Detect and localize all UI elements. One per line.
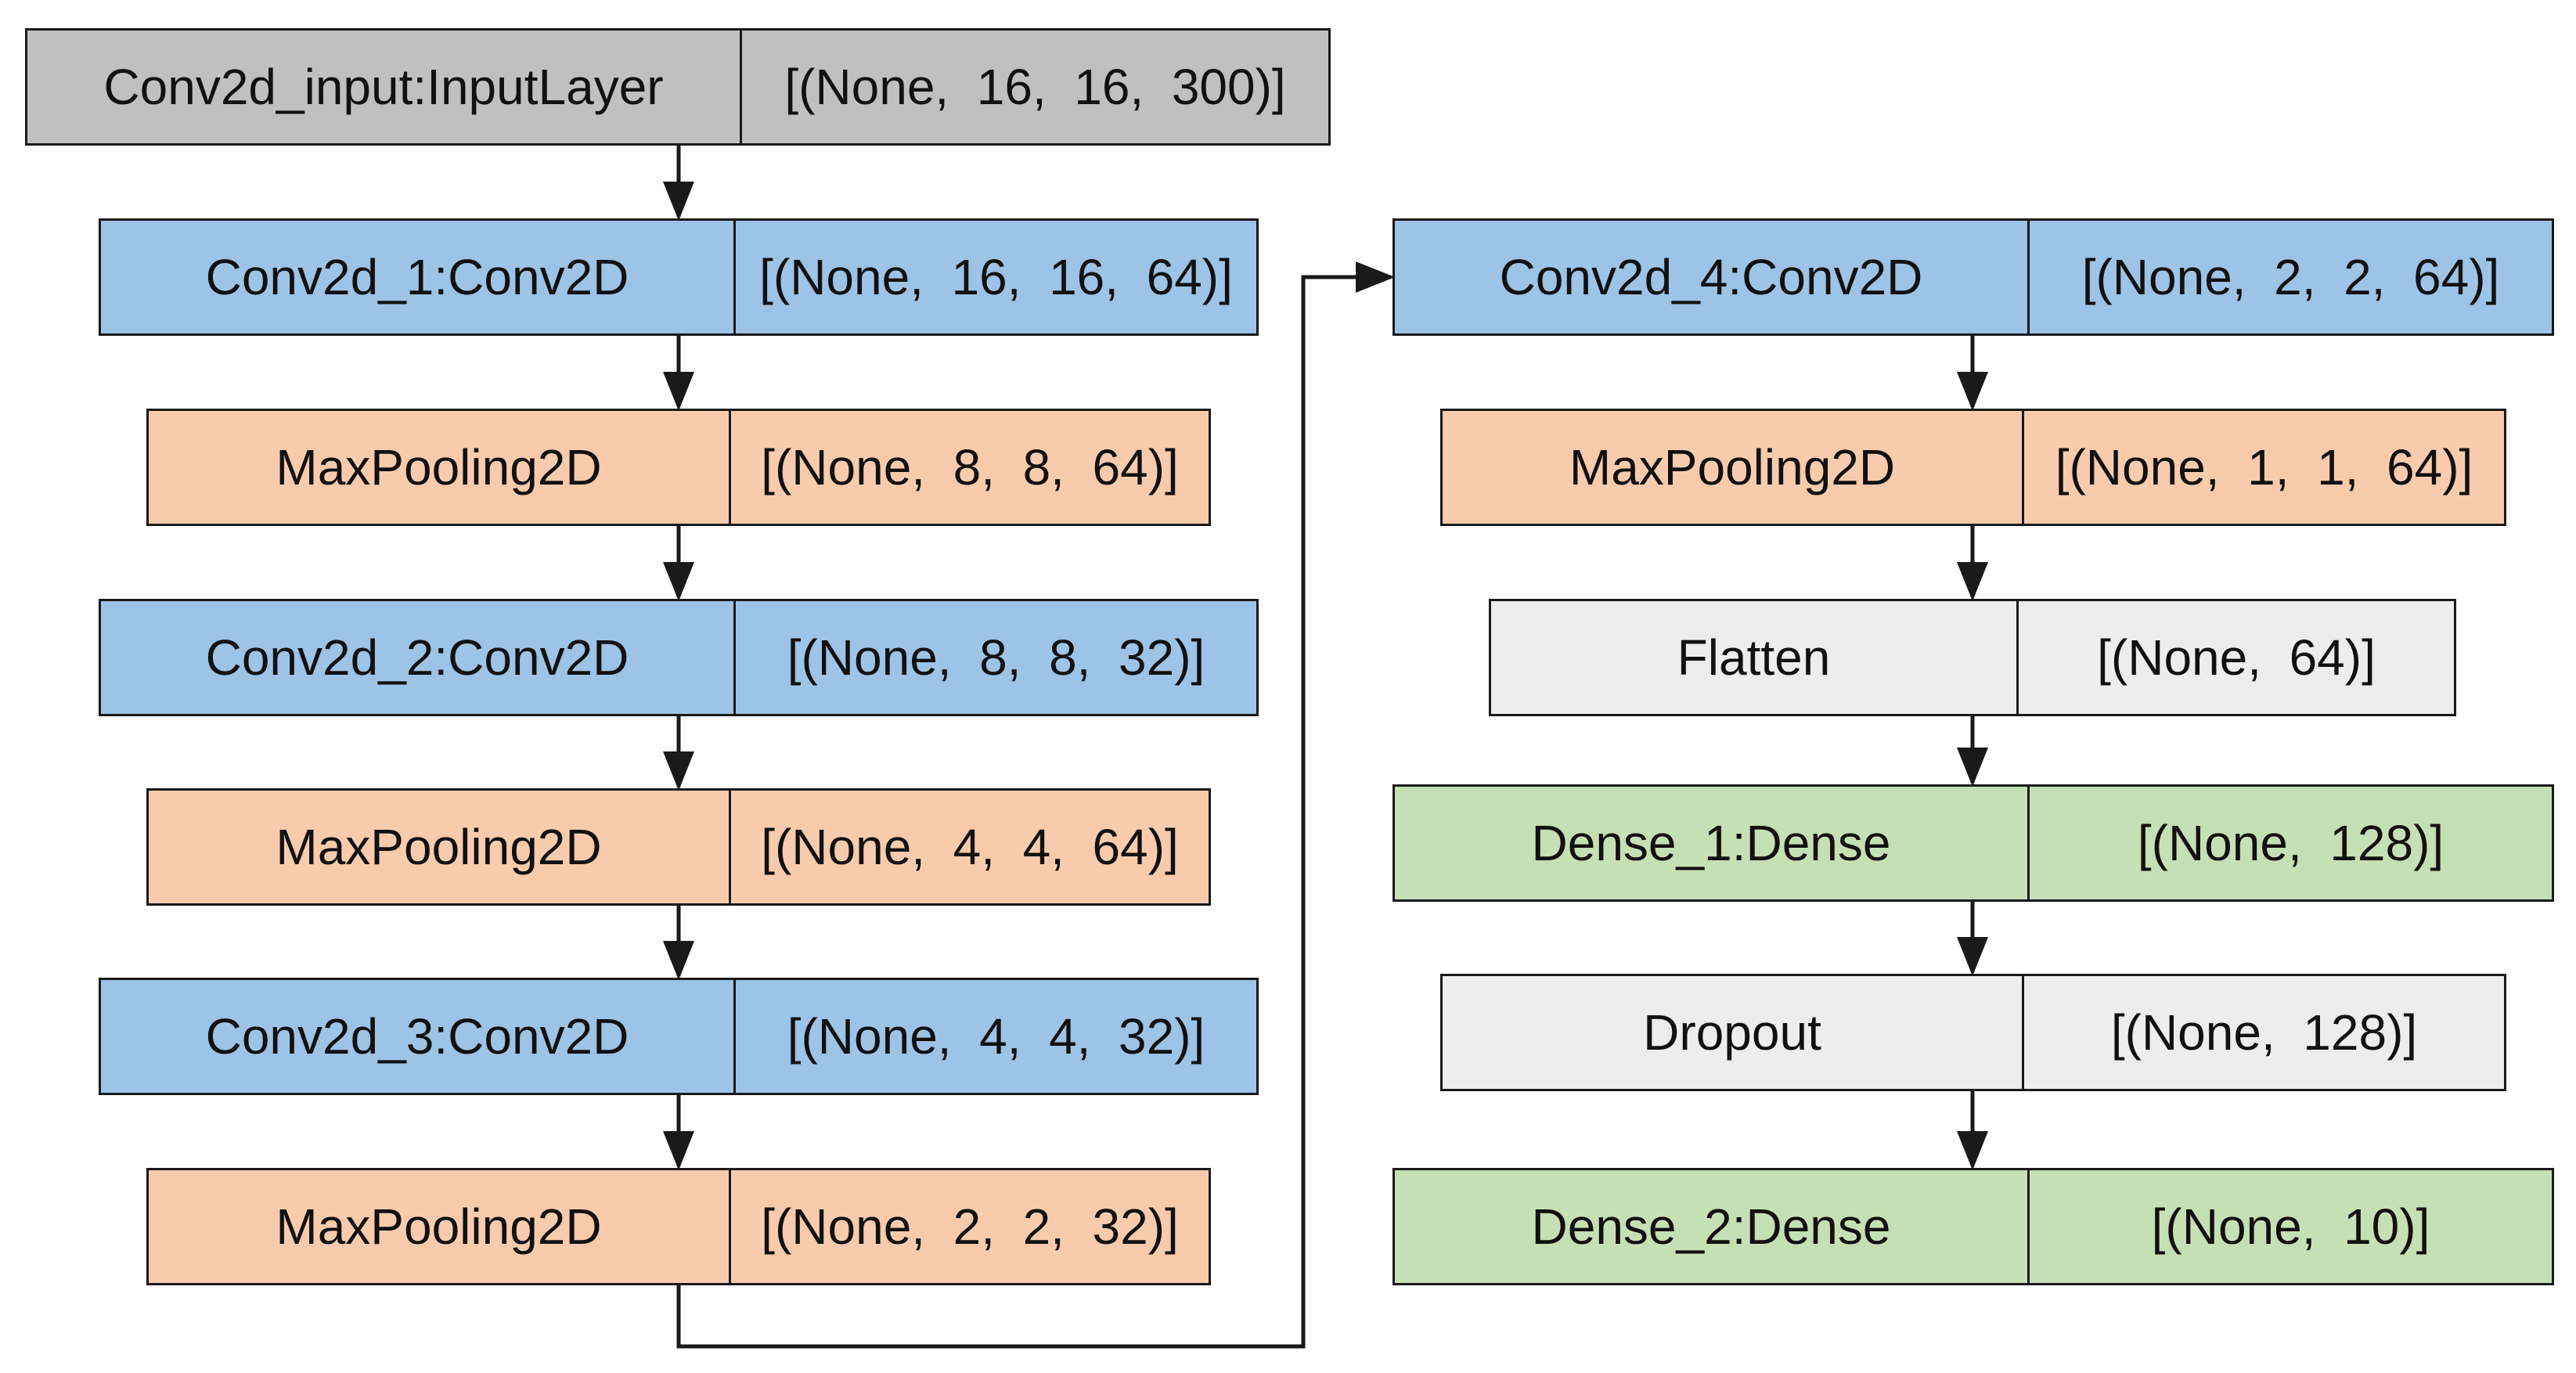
layer-output-shape: [(None, 10)]: [2151, 1198, 2430, 1255]
layer-output-shape: [(None, 8, 8, 32)]: [787, 629, 1205, 686]
layer-name: Conv2d_3:Conv2D: [101, 980, 736, 1093]
layer-block-maxpool-3: MaxPooling2D [(None, 2, 2, 32)]: [146, 1168, 1211, 1285]
layer-block-dense-2: Dense_2:Dense [(None, 10)]: [1392, 1168, 2554, 1285]
layer-name: Flatten: [1491, 601, 2019, 714]
layer-block-conv2d-2: Conv2d_2:Conv2D [(None, 8, 8, 32)]: [99, 599, 1259, 716]
layer-name: MaxPooling2D: [1443, 411, 2024, 524]
layer-output-shape: [(None, 4, 4, 64)]: [761, 819, 1179, 875]
layer-output-shape: [(None, 4, 4, 32)]: [787, 1008, 1205, 1065]
layer-output-shape: [(None, 128)]: [2137, 815, 2444, 871]
layer-block-dropout: Dropout [(None, 128)]: [1440, 974, 2506, 1091]
flow-arrow-column-connector: [676, 261, 1395, 1349]
layer-block-maxpool-2: MaxPooling2D [(None, 4, 4, 64)]: [146, 788, 1211, 906]
layer-block-flatten: Flatten [(None, 64)]: [1489, 599, 2456, 716]
layer-output-shape: [(None, 1, 1, 64)]: [2055, 439, 2473, 496]
layer-block-conv2d-4: Conv2d_4:Conv2D [(None, 2, 2, 64)]: [1392, 218, 2554, 336]
layer-name: Conv2d_4:Conv2D: [1395, 221, 2030, 333]
layer-block-conv2d-1: Conv2d_1:Conv2D [(None, 16, 16, 64)]: [99, 218, 1259, 336]
layer-output-shape: [(None, 128)]: [2110, 1004, 2418, 1061]
layer-block-input: Conv2d_input:InputLayer [(None, 16, 16, …: [25, 28, 1331, 146]
layer-output-shape: [(None, 16, 16, 300)]: [784, 59, 1286, 115]
layer-name: Conv2d_2:Conv2D: [101, 601, 736, 714]
layer-name: Conv2d_1:Conv2D: [101, 221, 736, 333]
layer-name: Dense_1:Dense: [1395, 787, 2030, 899]
layer-output-shape: [(None, 64)]: [2097, 629, 2376, 686]
layer-name: Conv2d_input:InputLayer: [27, 31, 742, 143]
layer-block-dense-1: Dense_1:Dense [(None, 128)]: [1392, 784, 2554, 902]
layer-name: MaxPooling2D: [149, 411, 731, 524]
layer-name: Dropout: [1443, 976, 2024, 1089]
layer-output-shape: [(None, 2, 2, 64)]: [2081, 249, 2500, 305]
layer-name: Dense_2:Dense: [1395, 1170, 2030, 1283]
layer-block-conv2d-3: Conv2d_3:Conv2D [(None, 4, 4, 32)]: [99, 978, 1259, 1095]
layer-block-maxpool-1: MaxPooling2D [(None, 8, 8, 64)]: [146, 409, 1211, 526]
layer-name: MaxPooling2D: [149, 1170, 731, 1283]
layer-block-maxpool-4: MaxPooling2D [(None, 1, 1, 64)]: [1440, 409, 2506, 526]
layer-output-shape: [(None, 2, 2, 32)]: [761, 1198, 1179, 1255]
layer-output-shape: [(None, 8, 8, 64)]: [761, 439, 1179, 496]
layer-name: MaxPooling2D: [149, 791, 731, 903]
layer-output-shape: [(None, 16, 16, 64)]: [759, 249, 1233, 305]
